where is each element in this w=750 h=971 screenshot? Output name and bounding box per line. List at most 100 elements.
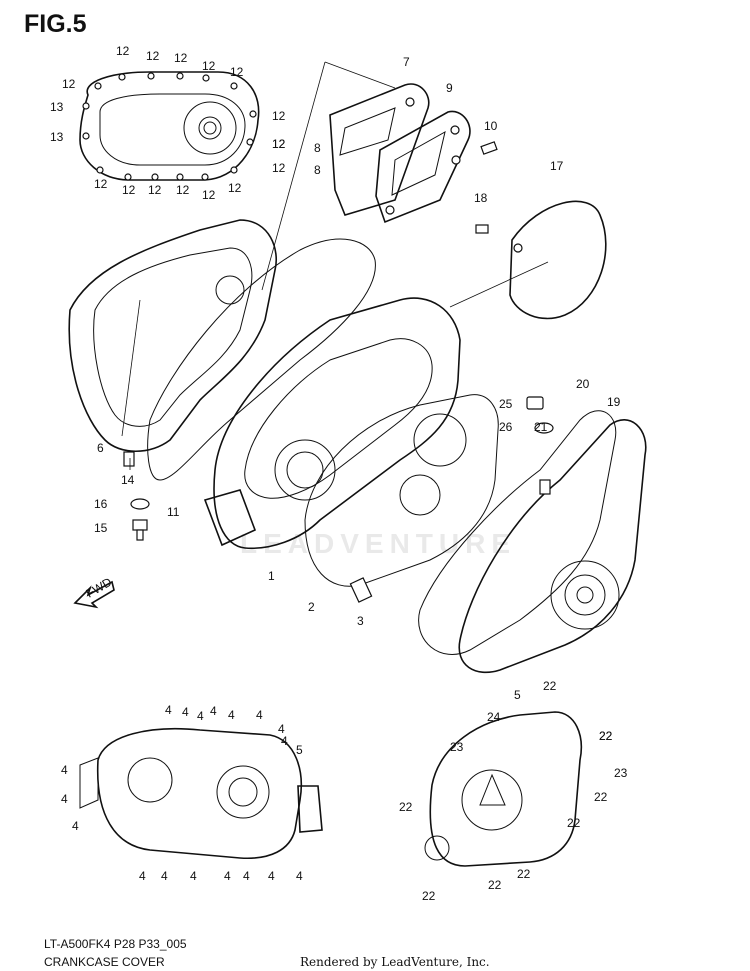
callout-label: 12: [272, 137, 286, 151]
render-credit: Rendered by LeadVenture, Inc.: [300, 955, 490, 969]
callout-label: 4: [210, 704, 217, 718]
watermark: LEADVENTURE: [240, 528, 517, 559]
callout-label: 22: [422, 889, 436, 903]
callout-label: 20: [576, 377, 590, 391]
o-ring-26[interactable]: [534, 422, 554, 434]
callout-label: 12: [272, 109, 286, 123]
callout-label: 13: [50, 130, 64, 144]
callout-label: 4: [190, 869, 197, 883]
callout-label: 10: [484, 119, 498, 133]
callout-label: 3: [357, 614, 364, 628]
callout-label: 23: [450, 740, 464, 754]
callout-label: 12: [230, 65, 244, 79]
bolt-10[interactable]: [480, 141, 498, 155]
clutch-outer-cover[interactable]: [79, 71, 260, 181]
cover-plate-9[interactable]: [375, 110, 471, 224]
clutch-cover-bolts: [82, 72, 257, 181]
washer-16[interactable]: [130, 498, 150, 510]
callout-label: 12: [202, 59, 216, 73]
outer-crankcase-cover[interactable]: [79, 727, 323, 860]
callout-label: 4: [278, 722, 285, 736]
callout-label: 4: [281, 734, 288, 748]
callout-label: 4: [61, 763, 68, 777]
leader-lines: [121, 61, 549, 470]
figure-name: CRANKCASE COVER: [44, 955, 165, 969]
callout-label: 5: [296, 743, 303, 757]
fwd-label: FWD: [84, 575, 115, 601]
dowel-pin-21[interactable]: [539, 479, 551, 495]
gasket-20[interactable]: [418, 410, 617, 655]
callout-label: 18: [474, 191, 488, 205]
callout-label: 4: [72, 819, 79, 833]
callout-label: 12: [272, 161, 286, 175]
callout-label: 22: [399, 800, 413, 814]
callout-label: 9: [446, 81, 453, 95]
callout-label: 12: [176, 183, 190, 197]
callout-label: 19: [607, 395, 621, 409]
callout-label: 12: [94, 177, 108, 191]
callout-label: 12: [174, 51, 188, 65]
callout-label: 4: [296, 869, 303, 883]
figure-code: LT-A500FK4 P28 P33_005: [44, 937, 187, 951]
callout-label: 23: [614, 766, 628, 780]
cover-plate-17[interactable]: [509, 200, 607, 320]
callout-label: 22: [517, 867, 531, 881]
callout-label: 21: [534, 420, 548, 434]
crankcase-cover-1[interactable]: [203, 297, 461, 550]
callout-label: 22: [543, 679, 557, 693]
callout-label: 4: [224, 869, 231, 883]
callout-label: 4: [256, 708, 263, 722]
gasket-11[interactable]: [147, 238, 376, 481]
callout-label: 15: [94, 521, 108, 535]
callout-label: 12: [62, 77, 76, 91]
callout-label: 12: [202, 188, 216, 202]
dowel-pin-3[interactable]: [349, 577, 373, 603]
callout-label: 4: [197, 709, 204, 723]
callout-label: 7: [403, 55, 410, 69]
callout-label: 12: [116, 44, 130, 58]
cover-plate-7[interactable]: [329, 83, 430, 216]
callout-label: 4: [61, 792, 68, 806]
callout-label: 6: [97, 441, 104, 455]
callout-label: 4: [243, 869, 250, 883]
callout-label: 4: [182, 705, 189, 719]
callout-label: 22: [599, 729, 613, 743]
generator-outer-cover-24[interactable]: [424, 711, 582, 867]
gasket-2[interactable]: [304, 394, 499, 587]
callout-label: 12: [148, 183, 162, 197]
callout-label: 22: [594, 790, 608, 804]
callout-label: 2: [308, 600, 315, 614]
callout-label: 12: [228, 181, 242, 195]
callout-label: 1: [268, 569, 275, 583]
callout-label: 26: [499, 420, 513, 434]
callout-label: 4: [161, 869, 168, 883]
callout-label: 4: [268, 869, 275, 883]
plug-25[interactable]: [526, 396, 544, 410]
dowel-pin-14[interactable]: [123, 451, 135, 467]
generator-cover-19[interactable]: [458, 419, 647, 674]
figure-title: FIG.5: [24, 10, 87, 38]
callout-label: 22: [488, 878, 502, 892]
callout-label: 12: [146, 49, 160, 63]
callout-label: 4: [228, 708, 235, 722]
callout-label: 11: [167, 505, 180, 519]
callout-label: 8: [314, 141, 321, 155]
bolt-18[interactable]: [475, 224, 489, 234]
callout-label: 4: [165, 703, 172, 717]
bolt-15[interactable]: [132, 519, 148, 541]
callout-label: 17: [550, 159, 564, 173]
callout-label: 16: [94, 497, 108, 511]
callout-label: 13: [50, 100, 64, 114]
forward-direction-arrow: FWD: [73, 575, 115, 609]
callout-label: 4: [139, 869, 146, 883]
callout-label: 14: [121, 473, 135, 487]
callout-labels: 12 12 12 12 12 12 12 12 12 13 13 12 12 1…: [50, 44, 628, 903]
callout-label: 12: [272, 137, 286, 151]
crankcase-cover-left[interactable]: [68, 219, 277, 452]
callout-label: 25: [499, 397, 513, 411]
callout-label: 22: [599, 729, 613, 743]
callout-label: 5: [514, 688, 521, 702]
callout-label: 22: [567, 816, 581, 830]
callout-label: 12: [122, 183, 136, 197]
